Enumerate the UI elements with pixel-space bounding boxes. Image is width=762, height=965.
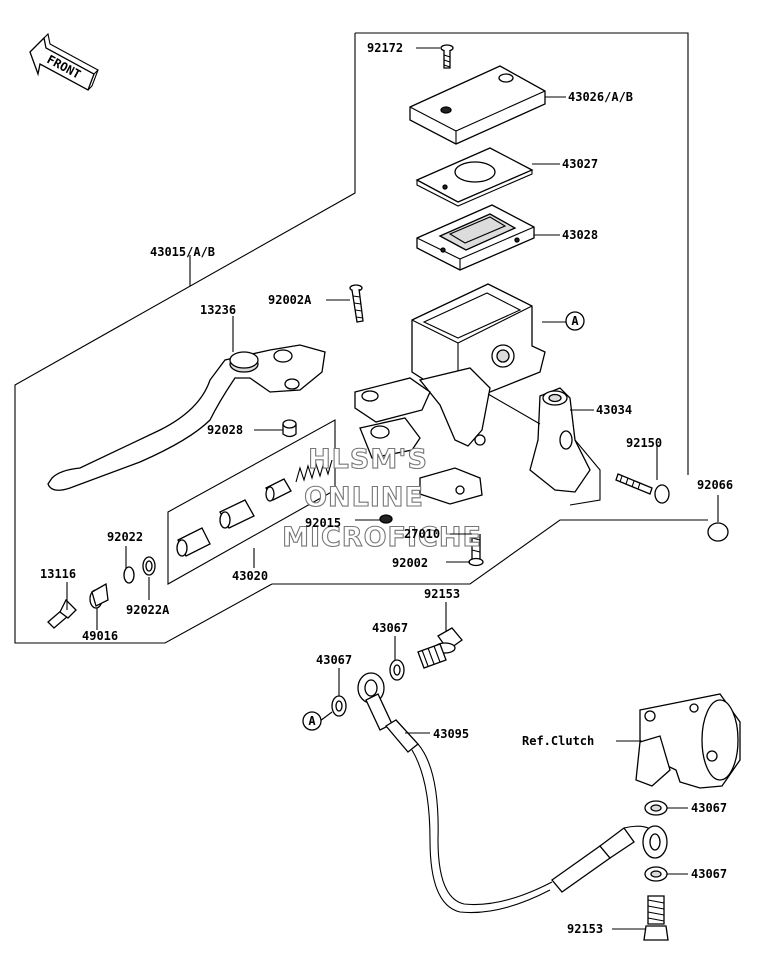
part-label: 43067 [316, 653, 352, 667]
leader-lines [66, 47, 719, 930]
watermark-line-1: HLSM'S [308, 444, 428, 475]
part-label: 27010 [404, 527, 440, 541]
ref-a-marker-lower: A [302, 711, 322, 731]
part-label: 43020 [232, 569, 268, 583]
banjo-bolt-upper [417, 627, 463, 669]
screw-92002A [349, 284, 364, 323]
clutch-release-cylinder [635, 693, 741, 789]
snap-ring [123, 556, 156, 584]
clutch-hose [357, 672, 668, 914]
washer [331, 659, 668, 882]
ref-a-label: A [571, 314, 579, 328]
bolt-92150 [615, 473, 670, 504]
part-label: 13116 [40, 567, 76, 581]
part-label: 43028 [562, 228, 598, 242]
part-label: 43034 [596, 403, 632, 417]
part-label: 43015/A/B [150, 245, 215, 259]
front-arrow-icon [29, 32, 99, 91]
diaphragm-plate [415, 147, 534, 207]
part-label: 92002 [392, 556, 428, 570]
screw-92172 [440, 44, 454, 69]
screw-92002 [468, 534, 484, 567]
banjo-bolt-lower [643, 895, 669, 941]
piston-kit [176, 459, 393, 557]
part-label: 13236 [200, 303, 236, 317]
part-label: 92150 [626, 436, 662, 450]
part-label: 92028 [207, 423, 243, 437]
part-label: 43067 [372, 621, 408, 635]
part-label: 92153 [424, 587, 460, 601]
ref-clutch-label: Ref.Clutch [522, 734, 594, 748]
piston-kit-outline [167, 419, 336, 585]
ref-a-label: A [308, 714, 316, 728]
watermark-line-3: MICROFICHE [282, 522, 482, 553]
part-label: 43067 [691, 867, 727, 881]
part-label: 92066 [697, 478, 733, 492]
part-label: 92015 [305, 516, 341, 530]
reservoir-cap [409, 65, 546, 145]
part-label: 92022A [126, 603, 170, 617]
part-label: 92022 [107, 530, 143, 544]
clutch-lever [47, 344, 326, 491]
bushing-92028 [282, 419, 297, 438]
part-label: 43026/A/B [568, 90, 633, 104]
part-label: 43095 [433, 727, 469, 741]
diaphragm [416, 204, 535, 271]
plug-cap-92066 [707, 522, 729, 542]
part-label: 92172 [367, 41, 403, 55]
ref-a-marker-upper: A [565, 311, 585, 331]
clamp-holder [487, 387, 601, 506]
watermark-line-2: ONLINE [304, 482, 424, 513]
part-label: 43027 [562, 157, 598, 171]
push-rod [47, 582, 109, 629]
assembly-outline [14, 32, 708, 644]
master-cylinder-body [354, 283, 546, 505]
part-label: 92153 [567, 922, 603, 936]
part-label: 92002A [268, 293, 312, 307]
part-label: 43067 [691, 801, 727, 815]
part-label: 49016 [82, 629, 118, 643]
